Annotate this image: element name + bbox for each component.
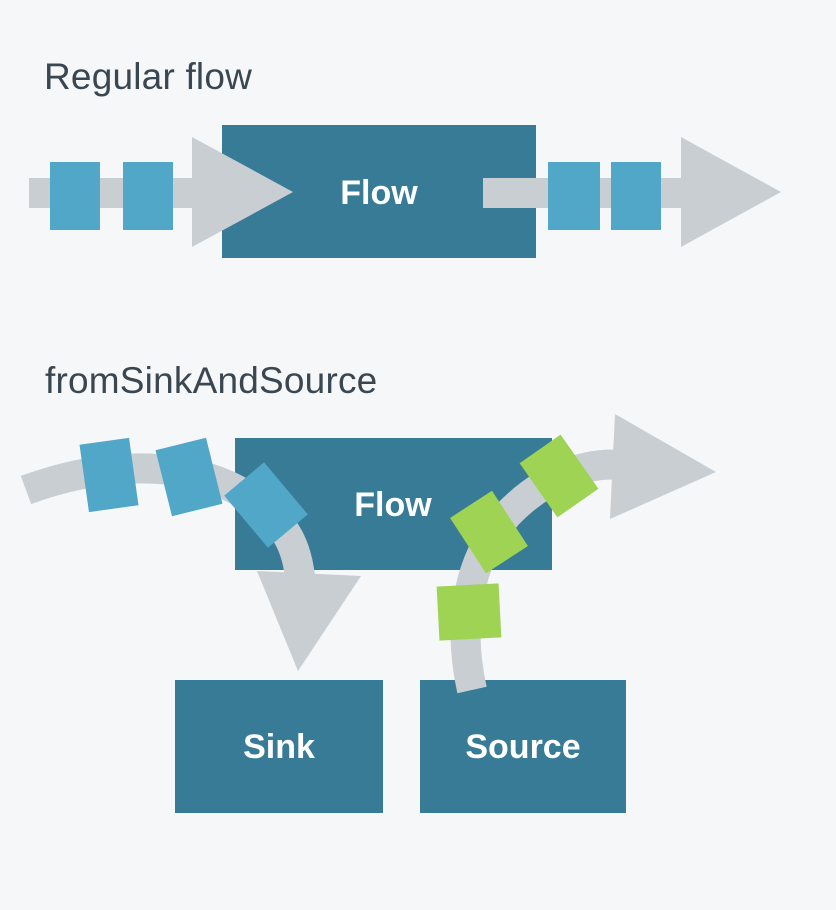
section-title-from-sink-and-source: fromSinkAndSource — [45, 360, 378, 401]
source-box — [420, 680, 626, 813]
element-square — [123, 162, 173, 230]
element-square — [450, 490, 528, 574]
stream-elements-blue — [50, 162, 661, 230]
section-title-regular-flow: Regular flow — [44, 56, 253, 97]
element-square — [611, 162, 661, 230]
element-square — [224, 462, 308, 548]
element-square — [50, 162, 100, 230]
from-sink-and-source-diagram: Flow Sink Source — [20, 414, 716, 813]
source-box-label: Source — [465, 728, 580, 766]
element-square — [436, 583, 502, 641]
flow-box-label: Flow — [354, 486, 432, 524]
stream-elements-green — [436, 434, 599, 641]
sink-box — [175, 680, 383, 813]
regular-flow-diagram: Flow — [29, 125, 781, 258]
element-square — [79, 437, 139, 513]
stream-elements-blue — [79, 437, 308, 548]
sink-box-label: Sink — [243, 728, 315, 766]
element-square — [155, 437, 223, 517]
element-square — [548, 162, 600, 230]
element-square — [519, 434, 599, 518]
flow-box-label: Flow — [340, 174, 418, 212]
